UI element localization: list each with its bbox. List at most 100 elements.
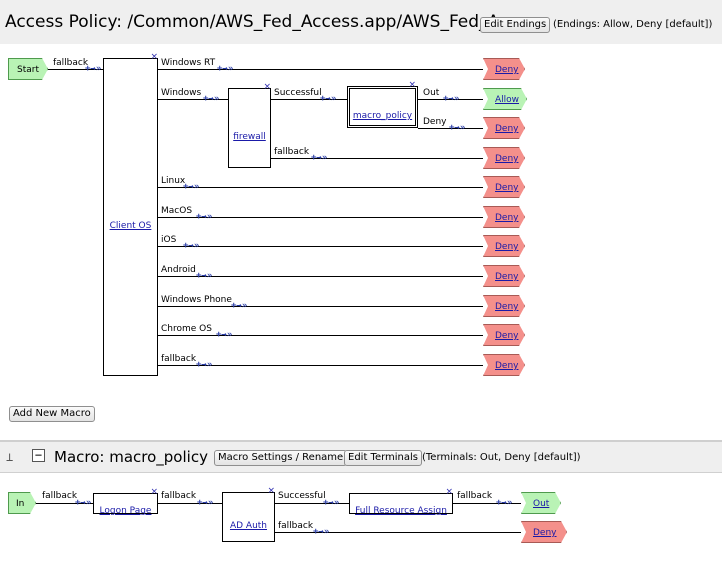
branch-connector-ios[interactable]: +→»: [183, 241, 200, 251]
macro-settings-button[interactable]: Macro Settings / Rename: [214, 450, 348, 466]
ending-chrome-os-label: Deny: [495, 331, 519, 341]
full-resource-fallback-label: fallback: [457, 491, 493, 501]
logon-page-close-icon[interactable]: ×: [150, 487, 158, 497]
branch-line-chrome-os: [158, 335, 483, 336]
ending-firewall-fallback-label: Deny: [495, 154, 519, 164]
ad-auth-close-icon[interactable]: ×: [267, 486, 275, 496]
macro-in-fallback-label: fallback: [42, 491, 78, 501]
branch-connector-fallback[interactable]: +→»: [196, 360, 213, 370]
logon-fallback-connector[interactable]: +→»: [197, 498, 214, 508]
branch-line-ios: [158, 246, 483, 247]
macro-policy-link[interactable]: macro_policy: [352, 111, 413, 121]
macro-ending-deny-label: Deny: [533, 528, 557, 538]
ending-macos-label: Deny: [495, 213, 519, 223]
branch-connector-linux[interactable]: +→»: [183, 182, 200, 192]
branch-label-windows-rt: Windows RT: [161, 58, 216, 68]
edit-terminals-button[interactable]: Edit Terminals: [344, 450, 423, 466]
full-resource-assign-node[interactable]: × Full Resource Assign: [349, 488, 453, 516]
macro-title: Macro: macro_policy: [54, 448, 208, 466]
ending-chrome-os[interactable]: Deny: [483, 324, 525, 346]
branch-label-windows: Windows: [161, 88, 202, 98]
firewall-successful-label: Successful: [274, 88, 322, 98]
branch-label-windows-phone: Windows Phone: [161, 295, 232, 305]
ad-auth-link[interactable]: AD Auth: [229, 521, 268, 531]
macro-in-label: In: [16, 499, 25, 509]
full-resource-assign-link[interactable]: Full Resource Assign: [355, 506, 447, 516]
add-new-macro-button[interactable]: Add New Macro: [9, 406, 95, 422]
start-connector[interactable]: +→»: [85, 64, 102, 74]
branch-connector-macos[interactable]: +→»: [196, 212, 213, 222]
firewall-fallback-line: [271, 158, 483, 159]
ending-windows-rt-label: Deny: [495, 65, 519, 75]
macro-deny-line: [418, 128, 483, 129]
ending-macro-out-label: Allow: [495, 95, 520, 105]
client-os-link[interactable]: Client OS: [109, 221, 152, 231]
ending-firewall-fallback[interactable]: Deny: [483, 147, 525, 169]
branch-line-windows-rt: [158, 69, 483, 70]
firewall-link[interactable]: firewall: [233, 132, 266, 142]
firewall-successful-line: [271, 99, 347, 100]
ending-android[interactable]: Deny: [483, 265, 525, 287]
full-resource-fallback-connector[interactable]: +→»: [496, 498, 513, 508]
logon-page-node[interactable]: × Logon Page: [93, 488, 158, 516]
firewall-fallback-label: fallback: [274, 147, 310, 157]
full-resource-close-icon[interactable]: ×: [445, 487, 453, 497]
logon-page-link[interactable]: Logon Page: [99, 506, 152, 516]
branch-connector-windows-phone[interactable]: +→»: [231, 301, 248, 311]
start-terminal[interactable]: Start: [8, 58, 48, 80]
client-os-close-icon[interactable]: ×: [150, 52, 158, 62]
branch-line-macos: [158, 217, 483, 218]
logon-fallback-label: fallback: [161, 491, 197, 501]
macro-deny-label: Deny: [423, 117, 447, 127]
branch-label-macos: MacOS: [161, 206, 193, 216]
ending-macro-out[interactable]: Allow: [483, 88, 527, 110]
ending-fallback[interactable]: Deny: [483, 354, 525, 376]
ending-windows-phone[interactable]: Deny: [483, 295, 525, 317]
ad-auth-fallback-connector[interactable]: +→»: [313, 527, 330, 537]
macro-ending-out[interactable]: Out: [521, 492, 561, 514]
branch-connector-android[interactable]: +→»: [196, 271, 213, 281]
macro-out-connector[interactable]: +→»: [443, 94, 460, 104]
policy-canvas: Start fallback +→» × Client OS Windows R…: [0, 44, 722, 440]
ending-ios-label: Deny: [495, 242, 519, 252]
branch-line-linux: [158, 187, 483, 188]
logon-fallback-line: [158, 503, 222, 504]
branch-label-ios: iOS: [161, 235, 177, 245]
branch-connector-windows-rt[interactable]: +→»: [217, 64, 234, 74]
branch-label-android: Android: [161, 265, 196, 275]
macro-deny-connector[interactable]: +→»: [449, 123, 466, 133]
ending-android-label: Deny: [495, 272, 519, 282]
ending-windows-rt[interactable]: Deny: [483, 58, 525, 80]
firewall-successful-connector[interactable]: +→»: [320, 94, 337, 104]
start-fallback-label: fallback: [53, 58, 89, 68]
ending-windows-phone-label: Deny: [495, 302, 519, 312]
branch-line-windows: [158, 99, 228, 100]
firewall-node[interactable]: × firewall: [228, 83, 271, 168]
full-resource-fallback-line: [453, 503, 521, 504]
macro-policy-close-icon[interactable]: ×: [408, 80, 416, 90]
start-line: [48, 69, 104, 70]
firewall-fallback-connector[interactable]: +→»: [311, 153, 328, 163]
branch-connector-windows[interactable]: +→»: [203, 94, 220, 104]
terminals-note: (Terminals: Out, Deny [default]): [422, 452, 581, 463]
branch-label-linux: Linux: [161, 176, 186, 186]
ad-auth-successful-connector[interactable]: +→»: [323, 498, 340, 508]
branch-connector-chrome-os[interactable]: +→»: [216, 330, 233, 340]
ending-ios[interactable]: Deny: [483, 235, 525, 257]
macro-in-connector[interactable]: +→»: [75, 498, 92, 508]
client-os-node[interactable]: × Client OS: [103, 53, 158, 376]
ad-auth-node[interactable]: × AD Auth: [222, 487, 275, 542]
ending-linux[interactable]: Deny: [483, 176, 525, 198]
macro-tree-icon[interactable]: ⊥: [6, 450, 14, 464]
macro-ending-deny[interactable]: Deny: [521, 521, 567, 543]
ending-macos[interactable]: Deny: [483, 206, 525, 228]
edit-endings-button[interactable]: Edit Endings: [480, 17, 551, 33]
collapse-icon[interactable]: −: [32, 449, 45, 462]
ad-auth-fallback-label: fallback: [278, 521, 314, 531]
macro-in-terminal[interactable]: In: [8, 492, 36, 514]
branch-label-fallback: fallback: [161, 354, 197, 364]
firewall-close-icon[interactable]: ×: [263, 82, 271, 92]
macro-canvas: In fallback +→» × Logon Page fallback +→…: [0, 473, 722, 572]
macro-policy-node[interactable]: × macro_policy: [347, 81, 418, 128]
ending-macro-deny[interactable]: Deny: [483, 117, 525, 139]
